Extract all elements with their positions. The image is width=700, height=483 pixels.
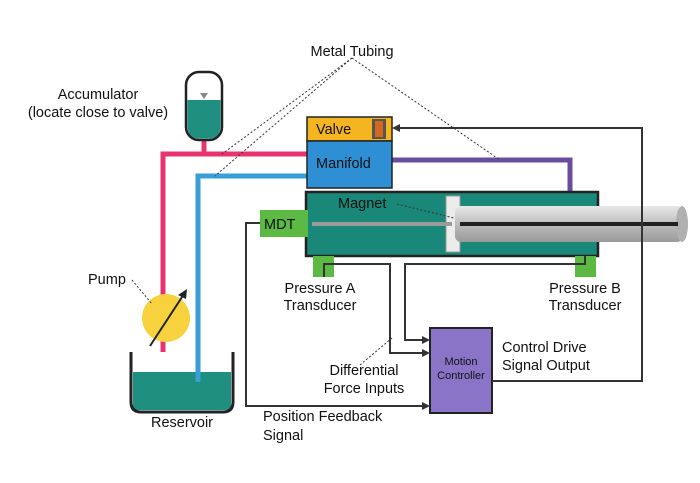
accumulator xyxy=(184,70,224,142)
control-drive-signal xyxy=(392,124,643,382)
manifold-label: Manifold xyxy=(316,156,371,172)
reservoir-tank xyxy=(129,352,235,414)
pump-arrowhead-icon xyxy=(178,289,187,299)
control-drive-sublabel: Signal Output xyxy=(502,358,590,374)
valve-label: Valve xyxy=(316,122,351,138)
control-drive-label: Control Drive xyxy=(502,340,587,356)
pressure-b-sublabel: Transducer xyxy=(549,298,622,314)
pressure-a-sublabel: Transducer xyxy=(284,298,357,314)
mdt-head xyxy=(260,210,308,237)
pressure-a-signal xyxy=(323,263,430,357)
valve-spool xyxy=(375,121,383,137)
pump-body xyxy=(142,294,190,342)
motion-controller-box xyxy=(429,327,493,414)
accumulator-fluid xyxy=(187,100,221,139)
reservoir xyxy=(129,352,235,414)
pump xyxy=(142,289,190,347)
pressure-a-label: Pressure A xyxy=(285,281,356,297)
rod-end xyxy=(676,206,688,242)
accumulator-note: (locate close to valve) xyxy=(28,105,168,121)
manifold-block xyxy=(306,140,393,189)
tubing-leader-1 xyxy=(221,57,353,155)
position-feedback-label: Position Feedback xyxy=(263,409,383,425)
mdt-label: MDT xyxy=(264,217,296,233)
pressure-b-signal xyxy=(404,256,586,344)
leader-lines xyxy=(131,57,501,366)
position-feedback-sublabel: Signal xyxy=(263,428,303,444)
magnet-label: Magnet xyxy=(338,196,386,212)
level-indicator-icon xyxy=(200,93,208,99)
magnet-leader xyxy=(396,203,455,219)
signal-wiring xyxy=(245,124,643,410)
motion-controller-label: Motion xyxy=(444,356,477,368)
pressure-b-transducer xyxy=(575,256,596,277)
pressure-b-label: Pressure B xyxy=(549,281,621,297)
pump-label: Pump xyxy=(88,272,126,288)
return-line xyxy=(195,173,308,382)
accumulator-label: Accumulator xyxy=(58,87,139,103)
reservoir-label: Reservoir xyxy=(151,415,213,431)
position-feedback-signal xyxy=(245,222,430,410)
b-side-line xyxy=(390,157,573,192)
pump-variable-arrow xyxy=(149,293,185,347)
metal-tubing-label: Metal Tubing xyxy=(310,44,393,60)
pump-leader xyxy=(131,279,153,305)
pressure-line xyxy=(160,151,308,352)
differential-sublabel: Force Inputs xyxy=(324,381,405,397)
motion-controller-sublabel: Controller xyxy=(437,370,485,382)
hydraulic-cylinder xyxy=(304,190,688,258)
tubing-leader-3 xyxy=(351,57,501,161)
differential-label: Differential xyxy=(329,363,398,379)
reservoir-fluid xyxy=(133,372,231,410)
differential-leader xyxy=(359,337,393,366)
